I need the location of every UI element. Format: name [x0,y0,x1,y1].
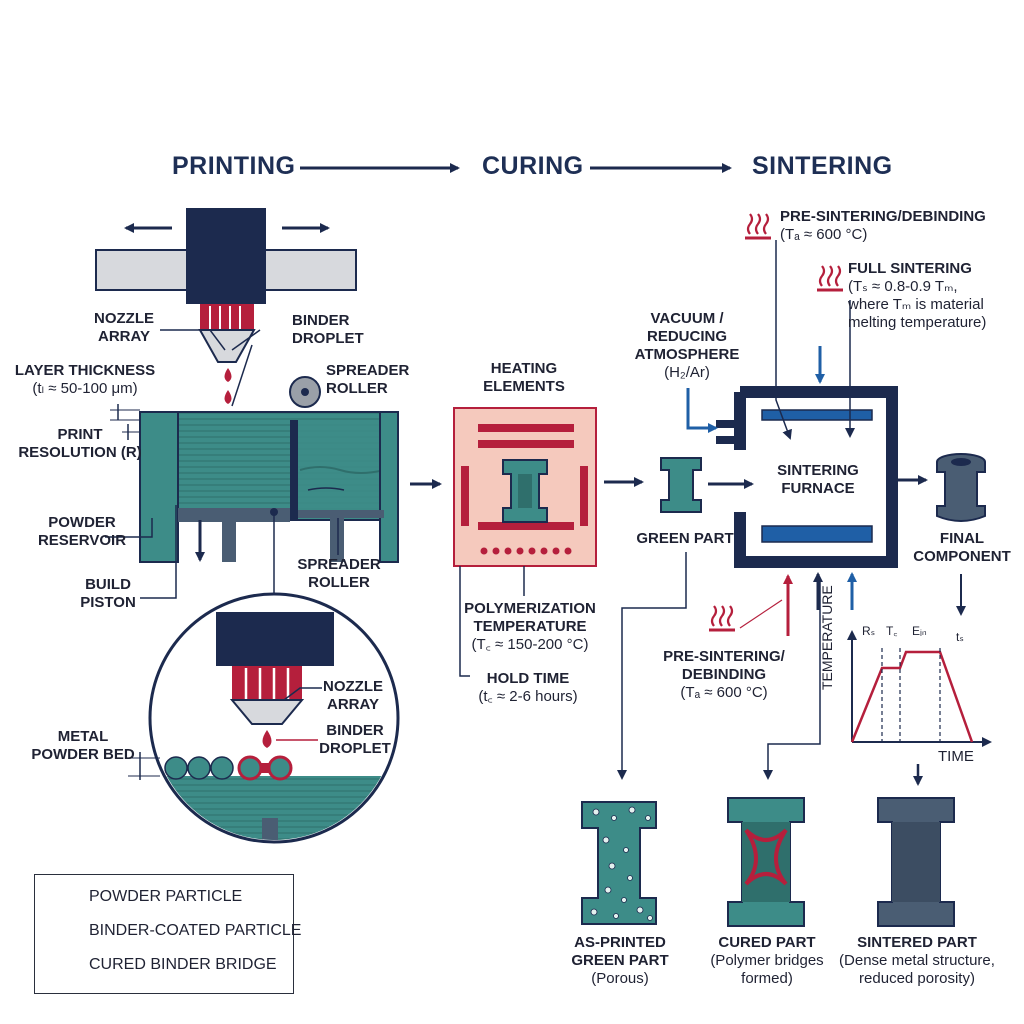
temperature-profile-chart [847,630,992,747]
label-hold-time: HOLD TIME (t꜀ ≈ 2-6 hours) [478,670,578,705]
legend-item-bridge: CURED BINDER BRIDGE [89,956,277,973]
profile-marker-ein: Eᵢₙ [912,624,927,638]
legend-item-coated: BINDER-COATED PARTICLE [89,922,302,939]
label-polymerization: POLYMERIZATION TEMPERATURE (T꜀ ≈ 150-200… [464,600,596,653]
heat-icon-bottom [709,605,735,632]
detail-magnifier [128,592,400,844]
label-pre-sintering-top: PRE-SINTERING/DEBINDING (Tₐ ≈ 600 °C) [780,208,986,243]
label-as-printed: AS-PRINTED GREEN PART (Porous) [571,934,669,987]
final-component [936,453,986,522]
print-head-assembly [95,208,357,417]
label-green-part: GREEN PART [636,530,734,547]
heat-icon-top [745,213,771,240]
profile-marker-ts: tₛ [956,630,964,644]
heat-icon-full [817,265,843,292]
spreader-roller-top [289,376,321,408]
stage-title-printing: PRINTING [172,152,296,180]
sintering-furnace [716,386,898,568]
part-sintered [877,797,955,927]
profile-ylabel: TEMPERATURE [819,585,835,690]
profile-marker-rs: Rₛ [862,624,876,638]
curing-oven [453,407,597,567]
nozzle-cone [198,329,256,363]
binder-droplet-icon [224,368,232,382]
legend-item-powder: POWDER PARTICLE [89,888,243,905]
label-pre-sintering-bottom: PRE-SINTERING/ DEBINDING (Tₐ ≈ 600 °C) [663,648,785,701]
stage-title-curing: CURING [482,152,584,180]
legend: POWDER PARTICLE BINDER-COATED PARTICLE C… [34,874,301,994]
profile-line [850,650,974,743]
label-full-sintering: FULL SINTERING (Tₛ ≈ 0.8-0.9 Tₘ, where T… [848,260,987,331]
label-atmosphere: VACUUM / REDUCING ATMOSPHERE (H₂/Ar) [634,310,740,381]
nozzle-array [200,304,254,330]
part-cured [727,797,805,927]
stage-title-sintering: SINTERING [752,152,893,180]
label-layer-thickness: LAYER THICKNESS(tₗ ≈ 50-100 μm) [14,362,156,397]
label-cured-part: CURED PART (Polymer bridges formed) [710,934,824,987]
profile-marker-tc: T꜀ [886,624,898,638]
binder-droplet-icon-2 [224,390,232,404]
part-as-printed [581,801,657,925]
green-part [660,457,702,513]
profile-xlabel: TIME [938,748,974,765]
powder-bed-machine [110,404,399,563]
print-head [186,208,266,304]
label-sintered-part: SINTERED PART (Dense metal structure, re… [839,934,995,987]
